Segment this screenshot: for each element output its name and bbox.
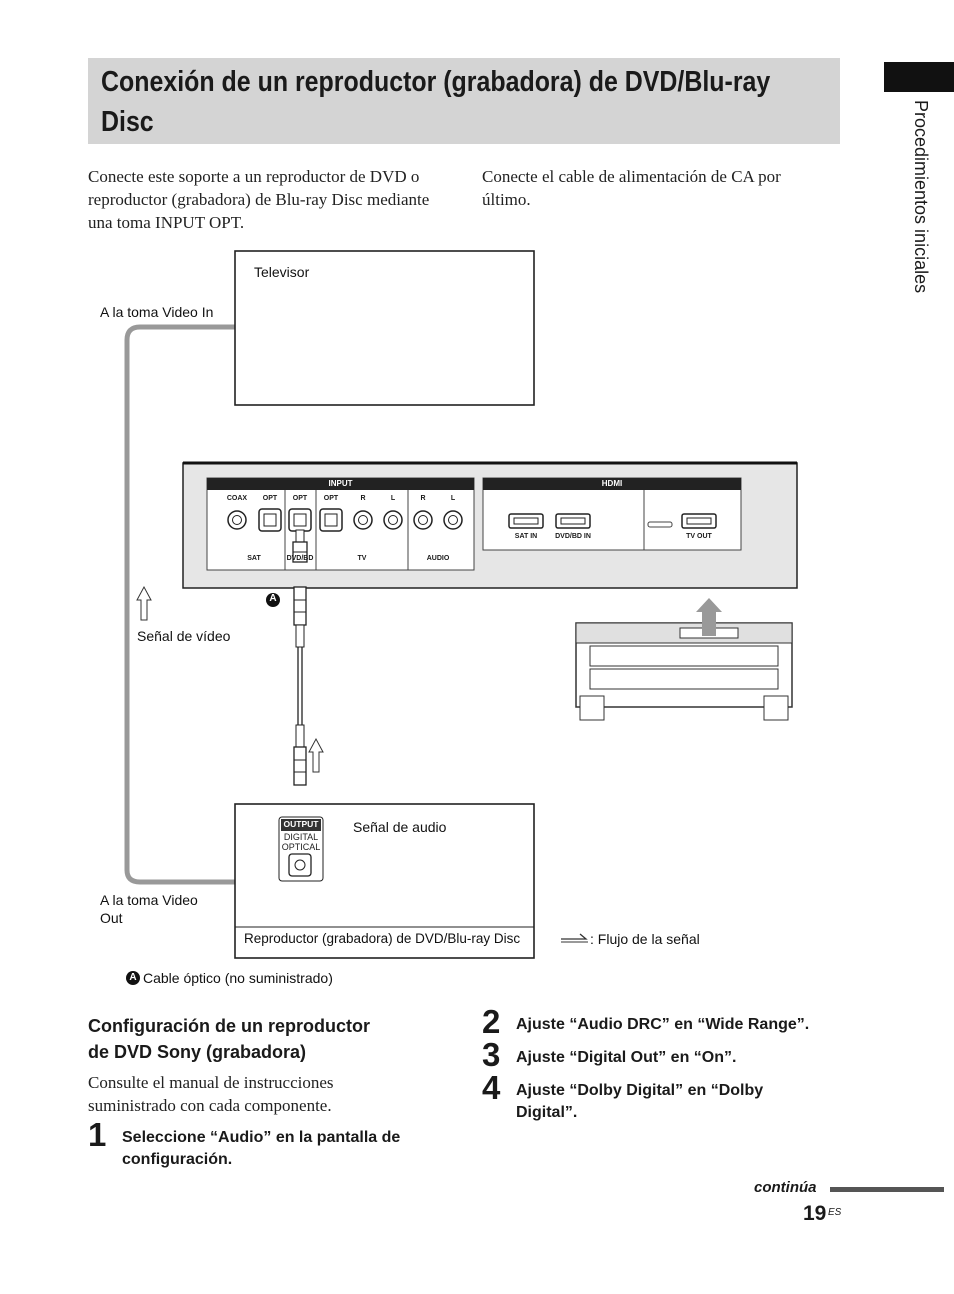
step-4-text: Ajuste “Dolby Digital” en “Dolby Digital… [516, 1082, 764, 1121]
hdmi-port-label: TV OUT [686, 533, 712, 540]
video-signal-arrow [136, 585, 152, 621]
receiver-top-view [575, 598, 793, 721]
hdmi-port-label: DVD/BD IN [555, 533, 591, 540]
jack-label: R [360, 495, 366, 502]
audio-signal-arrow [308, 737, 324, 773]
video-signal-label: Señal de vídeo [137, 628, 231, 644]
tv-label: Televisor [254, 264, 310, 280]
group-label: AUDIO [426, 555, 450, 562]
cable-note: Cable óptico (no suministrado) [143, 970, 333, 986]
player-label: Reproductor (grabadora) de DVD/Blu-ray D… [244, 931, 521, 946]
config-heading-line2: de DVD Sony (grabadora) [88, 1042, 307, 1062]
section-tab-marker [884, 62, 954, 92]
callout-a-circle [266, 593, 280, 607]
config-heading-line1: Configuración de un reproductor [88, 1016, 370, 1036]
jack-label: OPT [323, 495, 339, 502]
continua-bar [830, 1187, 944, 1192]
page-suffix: ES [828, 1207, 842, 1218]
title-bar [88, 58, 840, 144]
intro-right: Conecte el cable de alimentación de CA p… [482, 167, 781, 209]
connection-diagram [124, 250, 798, 985]
jack-label: R [420, 495, 426, 502]
digital-label: DIGITAL [283, 832, 319, 842]
callout-a-letter: A [269, 593, 277, 604]
step-4-number: 4 [482, 1069, 501, 1106]
flow-legend-arrow [561, 933, 588, 940]
step-1-text: Seleccione “Audio” en la pantalla de con… [122, 1129, 401, 1168]
output-label: OUTPUT [283, 819, 319, 829]
player-optical-output [278, 816, 324, 882]
receiver-panel [182, 461, 798, 589]
page-title: Conexión de un reproductor (grabadora) d… [101, 66, 771, 138]
flow-label: : Flujo de la señal [590, 931, 700, 947]
tv-box [234, 250, 535, 406]
step-3-text: Ajuste “Digital Out” en “On”. [516, 1049, 737, 1066]
intro-left: Conecte este soporte a un reproductor de… [88, 167, 430, 232]
jack-label: L [450, 495, 456, 502]
continua-label: continúa [754, 1179, 817, 1196]
video-cable [124, 324, 235, 885]
video-out-label-1: A la toma Video [100, 892, 198, 908]
jack-label: OPT [262, 495, 278, 502]
jack-label: OPT [292, 495, 308, 502]
hdmi-port-label: SAT IN [514, 533, 538, 540]
group-label: TV [357, 555, 367, 562]
config-body: Consulte el manual de instrucciones sumi… [88, 1073, 334, 1115]
group-label: SAT [247, 555, 261, 562]
panel-hdmi-label: HDMI [601, 479, 623, 488]
cable-note-bullet [126, 971, 140, 985]
jack-label: L [390, 495, 396, 502]
page-number: 19 [803, 1202, 827, 1225]
step-3-number: 3 [482, 1036, 501, 1073]
step-1-number: 1 [88, 1116, 107, 1153]
rear-arrow [696, 598, 722, 636]
step-2-text: Ajuste “Audio DRC” en “Wide Range”. [516, 1016, 810, 1033]
jack-label: COAX [226, 495, 248, 502]
panel-input-label: INPUT [328, 479, 353, 488]
audio-signal-label: Señal de audio [353, 819, 447, 835]
step-2-number: 2 [482, 1003, 501, 1040]
optical-label: OPTICAL [281, 842, 321, 852]
video-in-label: A la toma Video In [100, 304, 214, 320]
video-out-label-2: Out [100, 910, 123, 926]
group-label: DVD/BD [286, 555, 314, 562]
cable-note-letter: A [129, 972, 137, 983]
